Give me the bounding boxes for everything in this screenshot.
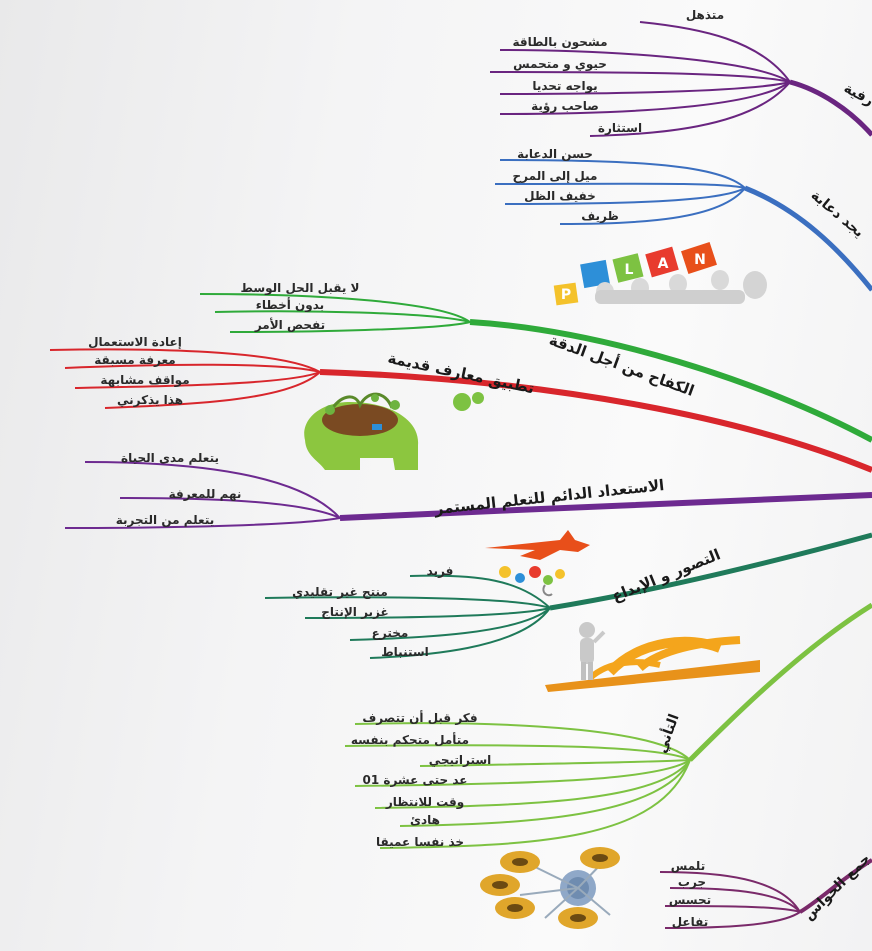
leaf-text: استراتيجي: [429, 753, 492, 767]
leaf-text: إعادة الاستعمال: [88, 335, 182, 349]
leaf-text: جرب: [678, 875, 706, 889]
leaf-text: خذ نفسا عميقا: [376, 835, 464, 849]
senses-illustration: [480, 847, 620, 929]
leaf-text: تحسس: [669, 893, 711, 907]
leaf-text: هذا يذكرني: [117, 393, 183, 407]
leaf-text: وقت للانتظار: [385, 795, 464, 810]
leaf-text: منتج غير تقليدي: [292, 585, 388, 599]
leaf-text: تفاعل: [672, 915, 709, 929]
leaf-text: ظريف: [581, 209, 619, 223]
leaf-text: بدون أخطاء: [256, 297, 324, 313]
leaf-text: يواجه تحديا: [532, 79, 597, 94]
branch-8: جمع الحواس تلمس جرب تحسس تفاعل: [660, 851, 872, 929]
leaf-text: هادئ: [410, 813, 440, 827]
leaf-text: يتعلم مدى الحياة: [121, 451, 219, 465]
plan-letter-p: P: [561, 287, 571, 303]
leaf-text: غزير الإنتاج: [321, 605, 388, 619]
branch-2: يجد دعابة حسن الدعابة ميل إلى المرح خفيف…: [495, 147, 872, 290]
branch-3: الكفاح من أجل الدقة لا يقبل الحل الوسط ب…: [200, 281, 872, 440]
plan-letter-l: L: [625, 262, 634, 278]
leaf-text: استثارة: [598, 121, 642, 135]
leaf-text: لا يقبل الحل الوسط: [241, 281, 360, 296]
leaf-text: حيوي و متحمس: [513, 57, 607, 72]
branch-1: رفية متذهل مشحون بالطاقة حيوي و متحمس يو…: [490, 8, 872, 136]
leaf-text: معرفة مسبقة: [94, 353, 175, 367]
leaf-text: مشحون بالطاقة: [512, 35, 607, 50]
branch-7: التأني فكر قبل أن تتصرف متأمل متحكم بنفس…: [345, 605, 872, 849]
leaf-text: تفحص الأمر: [254, 317, 325, 332]
leaf-text: فريد: [427, 564, 454, 578]
leaf-text: ميل إلى المرح: [513, 169, 598, 183]
branch-title: الاستعداد الدائم للتعلم المستمر: [433, 476, 665, 518]
plane-illustration: [485, 530, 590, 595]
leaf-text: نهم للمعرفة: [169, 487, 242, 501]
plan-letter-a: A: [658, 256, 669, 272]
leaf-text: متذهل: [686, 8, 724, 22]
leaf-text: متأمل متحكم بنفسه: [351, 732, 469, 747]
leaf-text: استنباط: [381, 645, 429, 659]
leaf-text: فكر قبل أن تتصرف: [362, 710, 477, 725]
leaf-text: عد حتى عشرة 01: [362, 773, 467, 787]
paths-illustration: [545, 622, 760, 692]
branch-title: رفية: [841, 80, 872, 109]
leaf-text: خفيف الظل: [524, 189, 596, 203]
leaf-text: يتعلم من التجربة: [116, 513, 214, 527]
branch-6: التصور و الإبداع فريد منتج غير تقليدي غز…: [265, 535, 872, 659]
leaf-text: تلمس: [671, 859, 705, 873]
branch-title: تطبيق معارف قديمة: [386, 349, 536, 398]
branch-title: الكفاح من أجل الدقة: [547, 330, 697, 400]
plan-illustration: P L A N: [554, 242, 767, 305]
branch-title: التأني: [652, 711, 683, 755]
leaf-text: مخترع: [372, 626, 409, 640]
leaf-text: صاحب رؤية: [531, 99, 599, 114]
branch-title: جمع الحواس: [801, 851, 872, 924]
branch-5: الاستعداد الدائم للتعلم المستمر يتعلم مد…: [65, 451, 872, 528]
leaf-text: حسن الدعابة: [517, 147, 593, 161]
plan-letter-n: N: [694, 252, 706, 268]
leaf-text: مواقف مشابهة: [100, 373, 189, 388]
head-tree-illustration: [304, 392, 484, 470]
